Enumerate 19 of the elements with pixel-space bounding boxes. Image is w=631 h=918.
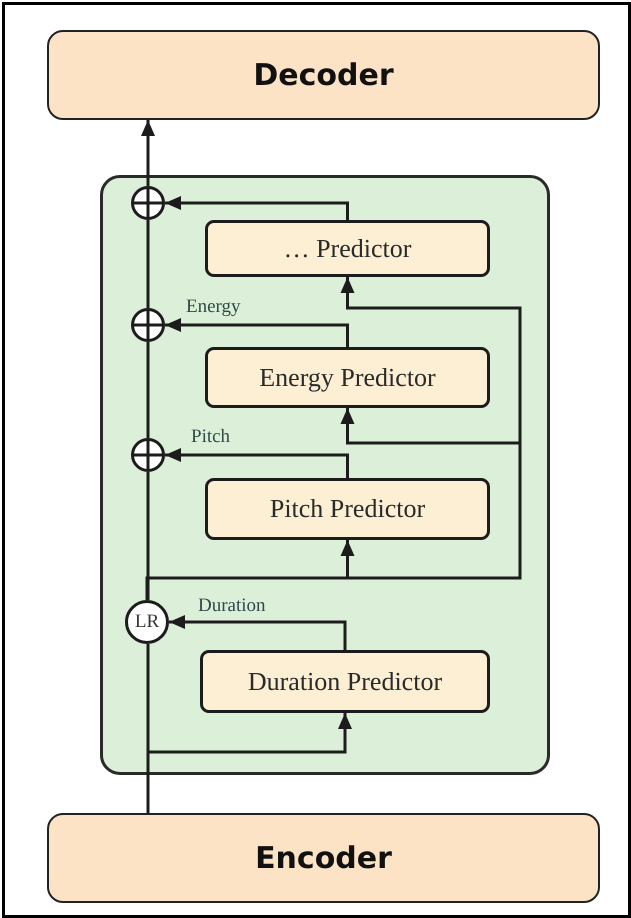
adder-circle [131, 438, 165, 472]
arrow [165, 196, 349, 220]
connector-line [146, 220, 150, 308]
predictor-box: … Predictor [205, 220, 490, 277]
arrow [165, 318, 349, 347]
arrow [165, 448, 349, 478]
arrow [169, 615, 346, 650]
arrow [141, 120, 155, 186]
adder-circle [131, 186, 165, 220]
connector-line [146, 342, 150, 438]
block-box: Encoder [47, 813, 600, 903]
adder-circle [131, 308, 165, 342]
predictor-box: Pitch Predictor [205, 478, 490, 540]
predictor-box: Duration Predictor [200, 650, 490, 713]
connector-line [146, 472, 150, 600]
edge-label: Energy [185, 297, 242, 316]
block-box: Decoder [47, 30, 600, 120]
length-regulator-circle: LR [125, 600, 169, 644]
predictor-box: Energy Predictor [205, 347, 490, 408]
